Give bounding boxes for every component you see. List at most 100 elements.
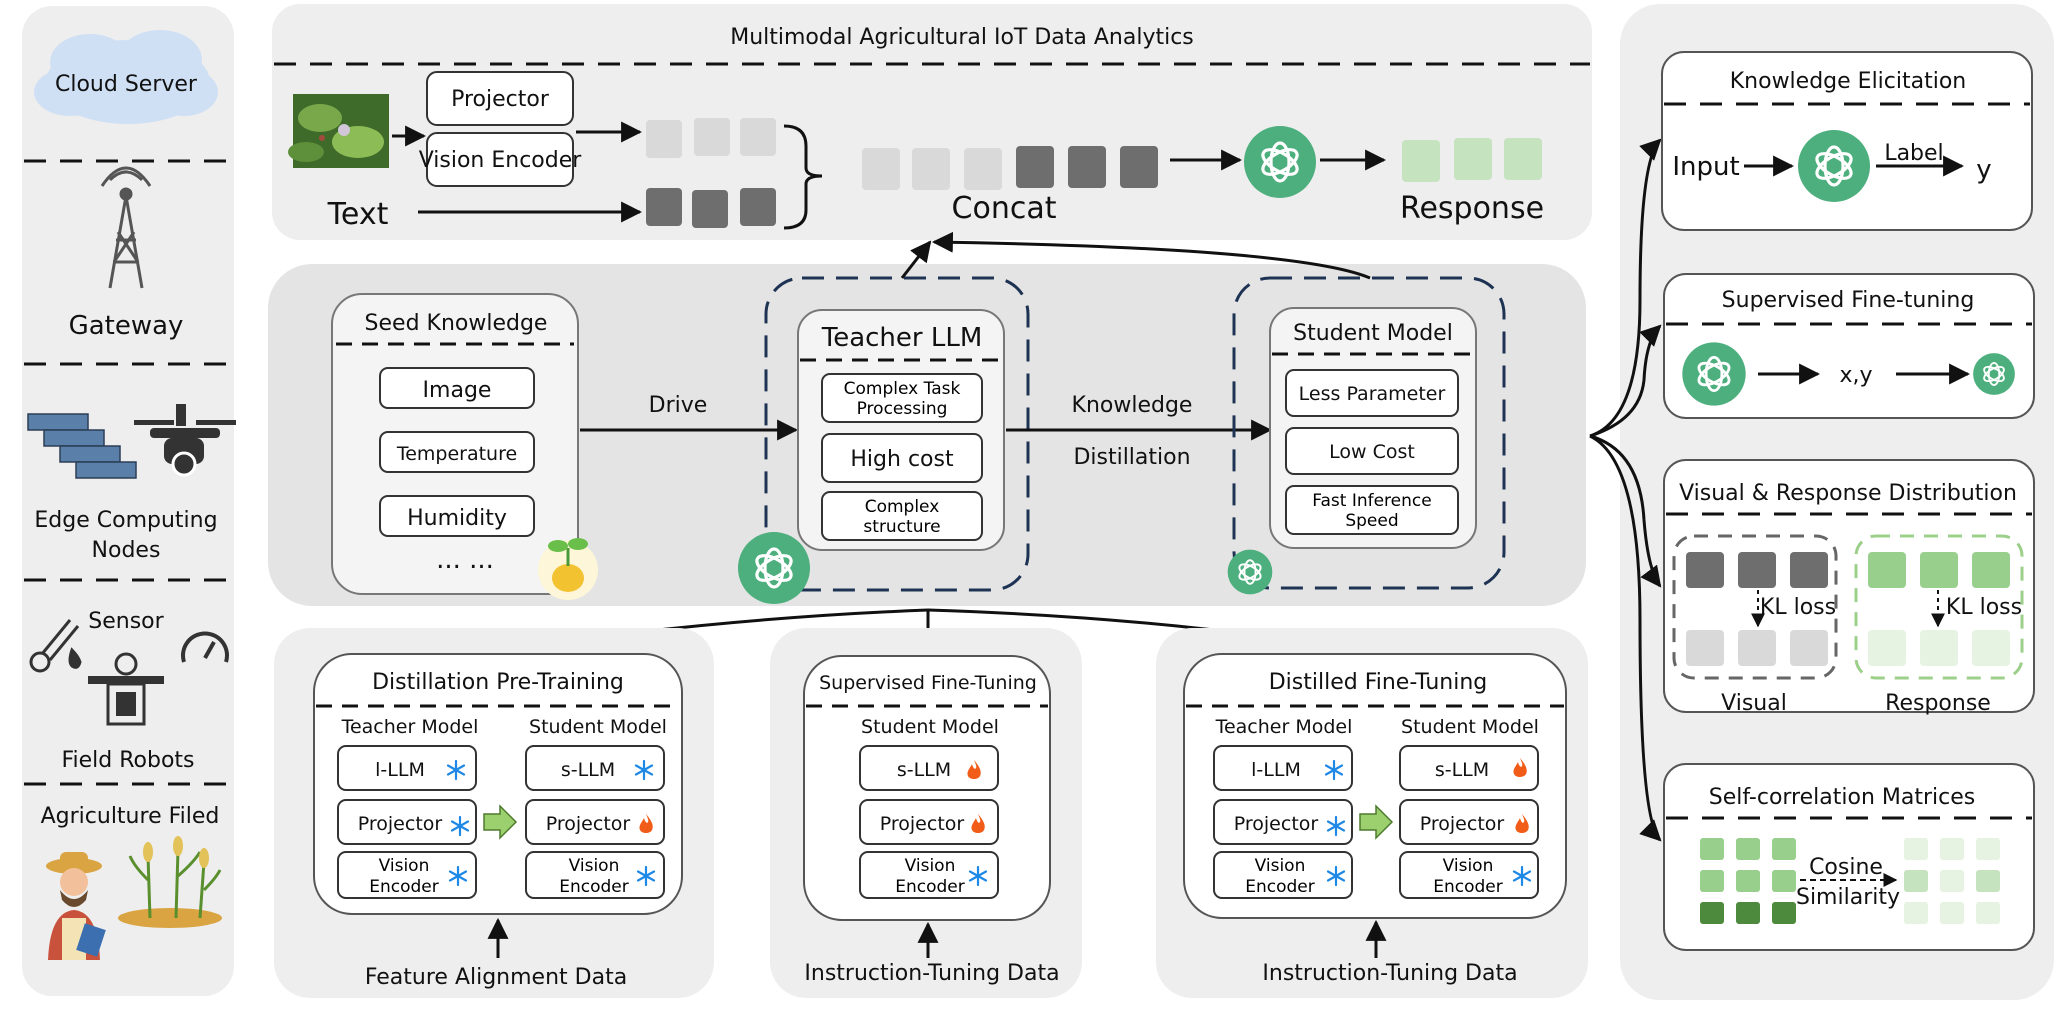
teacher-correlation-matrix bbox=[1700, 838, 1796, 924]
kl-loss-response-label: KL loss bbox=[1946, 595, 2022, 620]
transfer-arrow-icon bbox=[1359, 804, 1394, 840]
feature-alignment-data-label: Feature Alignment Data bbox=[365, 965, 627, 990]
leaf-image-thumbnail bbox=[288, 94, 389, 168]
dft-teacher-llm-label: l-LLM bbox=[1251, 759, 1301, 781]
pretrain-teacher-projector-label: Projector bbox=[358, 813, 443, 835]
seed-item-image bbox=[379, 367, 535, 409]
visual-label: Visual bbox=[1721, 691, 1787, 716]
openai-logo-icon bbox=[1226, 548, 1274, 596]
visual-dist-frame bbox=[1672, 534, 1838, 680]
teacher-item-high-cost bbox=[821, 433, 983, 483]
dft-teacher-vision-label-2: Encoder bbox=[1245, 877, 1315, 897]
edge-nodes-label-1: Edge Computing bbox=[34, 508, 217, 533]
pretrain-student-projector-label: Projector bbox=[546, 813, 631, 835]
pretrain-title: Distillation Pre-Training bbox=[372, 670, 624, 695]
concat-label: Concat bbox=[952, 191, 1057, 226]
visual-student-blocks bbox=[1686, 630, 1828, 666]
dft-student-header: Student Model bbox=[1401, 716, 1539, 738]
openai-logo-icon bbox=[1972, 352, 2016, 396]
student-item-fast-inference bbox=[1285, 485, 1459, 535]
edge-nodes-label-2: Nodes bbox=[92, 538, 161, 563]
knowledge-distillation-label-1: Knowledge bbox=[1072, 393, 1193, 418]
teacher-item-complex-structure-label-2: structure bbox=[863, 517, 940, 537]
seed-item-humidity bbox=[379, 495, 535, 537]
drive-label: Drive bbox=[649, 393, 708, 418]
sft-student-vision bbox=[859, 851, 999, 899]
openai-logo-icon bbox=[1680, 340, 1748, 408]
sft-student-vision-label: Vision bbox=[905, 856, 956, 876]
teacher-llm-card bbox=[797, 309, 1005, 551]
robot-icon bbox=[88, 652, 164, 726]
response-student-blocks bbox=[1868, 630, 2010, 666]
seed-knowledge-title: Seed Knowledge bbox=[365, 311, 548, 336]
sft-student-projector bbox=[859, 799, 999, 845]
vision-encoder-label: Vision Encoder bbox=[419, 148, 583, 173]
response-dist-label: Response bbox=[1885, 691, 1991, 716]
openai-logo-icon bbox=[1796, 128, 1872, 204]
pretrain-student-vision bbox=[525, 851, 665, 899]
concat-token-blocks bbox=[862, 146, 1158, 190]
ke-label-label: Label bbox=[1884, 141, 1943, 166]
pretrain-card bbox=[313, 653, 683, 915]
teacher-item-complex-structure bbox=[821, 491, 983, 541]
pretrain-teacher-header: Teacher Model bbox=[341, 716, 479, 738]
dft-instruction-data-label: Instruction-Tuning Data bbox=[1262, 961, 1517, 986]
right-sft-card bbox=[1663, 273, 2035, 419]
pretrain-student-header: Student Model bbox=[529, 716, 667, 738]
student-dashed-frame bbox=[1232, 276, 1506, 590]
pretrain-student-vision-label: Vision bbox=[569, 856, 620, 876]
dft-student-projector-label: Projector bbox=[1420, 813, 1505, 835]
scm-title: Self-correlation Matrices bbox=[1709, 785, 1975, 810]
pretrain-student-vision-label-2: Encoder bbox=[559, 877, 629, 897]
pretrain-student-llm-label: s-LLM bbox=[561, 759, 615, 781]
visual-teacher-blocks bbox=[1686, 552, 1828, 588]
pretrain-student-projector bbox=[525, 799, 665, 845]
knowledge-elicitation-title: Knowledge Elicitation bbox=[1730, 69, 1967, 94]
student-item-low-cost-label: Low Cost bbox=[1329, 441, 1415, 463]
student-model-title: Student Model bbox=[1293, 321, 1453, 346]
student-item-fast-inference-label: Fast Inference bbox=[1312, 491, 1431, 511]
teacher-llm-title: Teacher LLM bbox=[821, 323, 983, 353]
response-label: Response bbox=[1400, 191, 1544, 226]
field-robots-label: Field Robots bbox=[61, 748, 194, 773]
knowledge-distillation-label-2: Distillation bbox=[1073, 445, 1190, 470]
sidebar-panel bbox=[22, 6, 234, 996]
thermometer-icon bbox=[29, 619, 82, 673]
cloud-server-label: Cloud Server bbox=[55, 72, 198, 97]
teacher-item-high-cost-label: High cost bbox=[850, 447, 954, 472]
dft-student-vision bbox=[1399, 851, 1539, 899]
teacher-item-complex-structure-label: Complex bbox=[865, 497, 940, 517]
pretrain-teacher-projector bbox=[337, 799, 477, 845]
student-item-low-cost bbox=[1285, 427, 1459, 475]
dft-teacher-projector-label: Projector bbox=[1234, 813, 1319, 835]
ke-input-label: Input bbox=[1672, 152, 1739, 182]
sensor-label: Sensor bbox=[88, 609, 164, 634]
teacher-item-complex-task bbox=[821, 373, 983, 423]
pretrain-teacher-vision-label: Vision bbox=[379, 856, 430, 876]
dft-title: Distilled Fine-Tuning bbox=[1269, 670, 1488, 695]
seed-item-temperature bbox=[379, 431, 535, 473]
sft-title: Supervised Fine-Tuning bbox=[819, 672, 1037, 694]
sft-student-vision-label-2: Encoder bbox=[895, 877, 965, 897]
seedling-icon bbox=[538, 538, 598, 600]
openai-logo-icon bbox=[736, 530, 812, 606]
gauge-icon bbox=[181, 631, 229, 663]
pretrain-student-llm bbox=[525, 745, 665, 791]
gateway-label: Gateway bbox=[69, 311, 184, 341]
seed-item-image-label: Image bbox=[423, 378, 492, 403]
antenna-tower-icon bbox=[100, 166, 152, 289]
projector-label: Projector bbox=[451, 87, 550, 112]
drone-icon bbox=[134, 404, 236, 477]
projector-box bbox=[426, 71, 574, 126]
text-token-blocks bbox=[646, 188, 776, 228]
dft-teacher-header: Teacher Model bbox=[1215, 716, 1353, 738]
sft-student-llm bbox=[859, 745, 999, 791]
sft-student-llm-label: s-LLM bbox=[897, 759, 951, 781]
cloud-icon bbox=[34, 30, 218, 124]
right-sft-xy-label: x,y bbox=[1839, 363, 1872, 388]
sft-student-header: Student Model bbox=[861, 716, 999, 738]
farmer-icon bbox=[46, 852, 106, 960]
seed-item-humidity-label: Humidity bbox=[407, 506, 507, 531]
sft-student-projector-label: Projector bbox=[880, 813, 965, 835]
